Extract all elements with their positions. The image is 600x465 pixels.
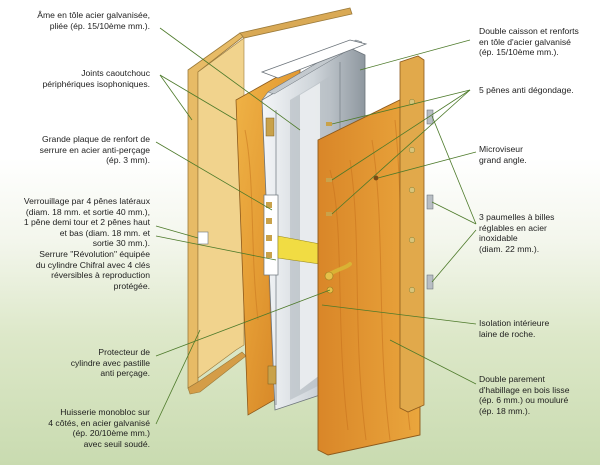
label-double-caisson: Double caisson et renforts en tôle d'aci…: [479, 26, 579, 58]
label-ame: Âme en tôle acier galvanisée, pliée (ép.…: [37, 10, 150, 31]
label-isolation: Isolation intérieure laine de roche.: [479, 318, 549, 339]
label-verrouillage: Verrouillage par 4 pênes latéraux (diam.…: [24, 196, 150, 291]
label-microviseur: Microviseur grand angle.: [479, 144, 527, 165]
label-plaque: Grande plaque de renfort de serrure en a…: [40, 134, 150, 166]
label-protecteur: Protecteur de cylindre avec pastille ant…: [71, 347, 150, 379]
label-parement: Double parement d'habillage en bois liss…: [479, 374, 570, 416]
label-huisserie: Huisserie monobloc sur 4 côtés, en acier…: [48, 407, 150, 449]
label-penes: 5 pênes anti dégondage.: [479, 85, 574, 96]
label-joints: Joints caoutchouc périphériques isophoni…: [43, 68, 151, 89]
label-paumelles: 3 paumelles à billes réglables en acier …: [479, 212, 554, 254]
